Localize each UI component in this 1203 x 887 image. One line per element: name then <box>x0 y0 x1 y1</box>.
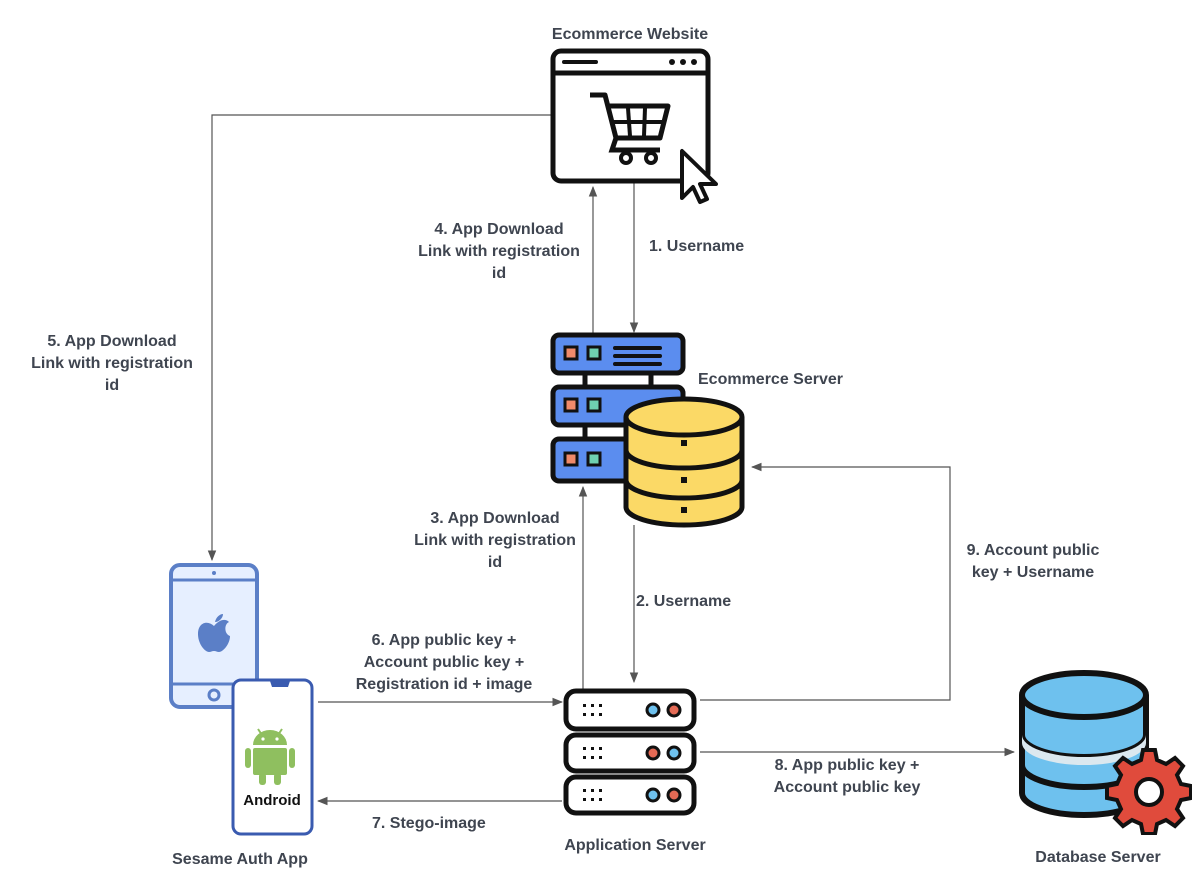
label-application-server: Application Server <box>564 837 706 854</box>
database-gear-icon <box>1019 670 1192 835</box>
edge-label-4: 4. App Download Link with registration i… <box>418 221 580 282</box>
label-ecommerce-website: Ecommerce Website <box>551 26 709 43</box>
apple-icon <box>198 614 230 652</box>
server-database-icon <box>550 332 745 528</box>
edge-9-account-key <box>700 462 951 701</box>
label-sesame-auth-app: Sesame Auth App <box>172 851 308 868</box>
edge-label-7: 7. Stego-image <box>372 815 486 832</box>
server-rack-icon <box>563 688 697 816</box>
android-icon <box>245 728 295 785</box>
edge-label-9: 9. Account public key + Username <box>966 542 1100 581</box>
android-label: Android <box>243 792 301 809</box>
label-ecommerce-server: Ecommerce Server <box>698 371 843 388</box>
edge-label-6: 6. App public key + Account public key +… <box>355 632 533 693</box>
label-database-server: Database Server <box>1035 849 1161 866</box>
edge-label-3: 3. App Download Link with registration i… <box>414 510 576 571</box>
edge-label-8: 8. App public key + Account public key <box>773 757 921 796</box>
browser-cart-icon <box>550 48 718 204</box>
edge-5-download-link <box>207 114 553 562</box>
edge-label-2: 2. Username <box>636 593 732 610</box>
edge-label-5: 5. App Download Link with registration i… <box>31 333 193 394</box>
edge-label-1: 1. Username <box>649 238 745 255</box>
android-phone <box>231 678 314 836</box>
